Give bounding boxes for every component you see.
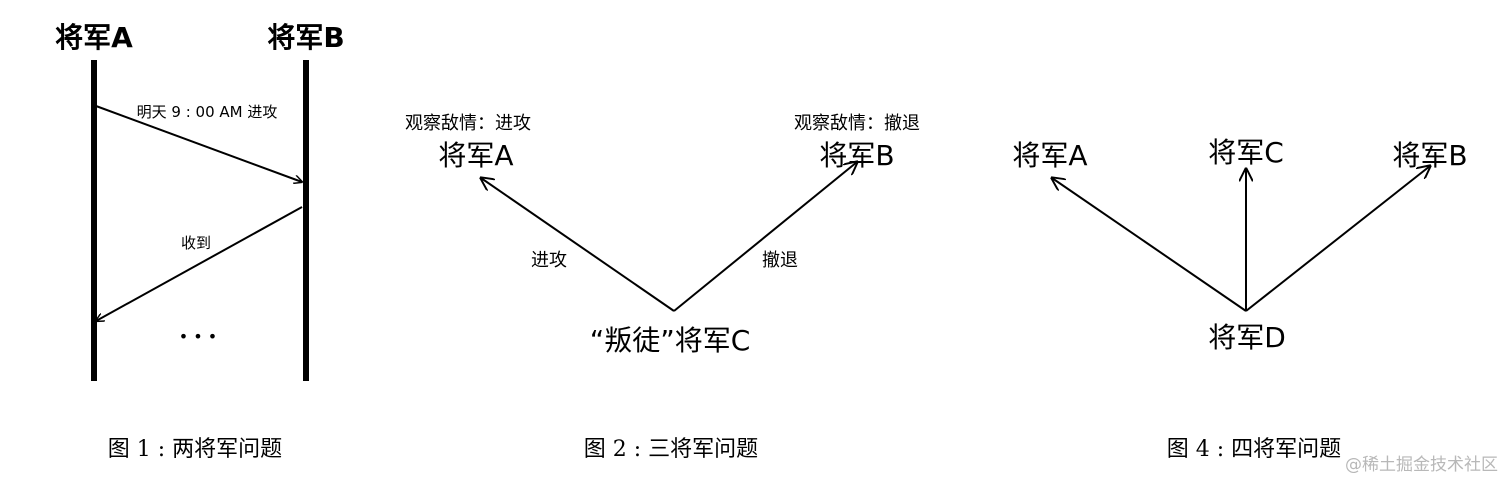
observe-attack-label: 观察敌情：进攻 <box>405 113 531 134</box>
observe-retreat-label: 观察敌情：撤退 <box>794 113 920 134</box>
general-a-label: 将军A <box>438 139 513 172</box>
general-b-label: 将军B <box>267 21 344 54</box>
general-a-label: 将军A <box>55 21 133 54</box>
message-arrow-b-to-a <box>96 206 303 321</box>
order-arrow-to-b <box>673 162 857 312</box>
general-c-label: 将军C <box>1208 136 1284 169</box>
ellipsis: • • • <box>179 327 217 346</box>
figure-1: 将军A 将军B 明天 9 : 00 AM 进攻 收到 • • • 图 1 : 两… <box>55 21 345 462</box>
general-a-label: 将军A <box>1012 139 1087 172</box>
figure-4-caption: 图 4 : 四将军问题 <box>1167 437 1341 462</box>
figure-2-caption: 图 2 : 三将军问题 <box>584 437 758 462</box>
figure-2: 观察敌情：进攻 观察敌情：撤退 将军A 将军B 进攻 撤退 “叛徒”将军C 图 … <box>405 113 920 462</box>
order-retreat-label: 撤退 <box>762 250 798 271</box>
general-b-label: 将军B <box>819 139 894 172</box>
order-attack-label: 进攻 <box>531 250 567 271</box>
traitor-general-c-label: “叛徒”将军C <box>590 324 751 357</box>
arrow-to-b <box>1245 166 1430 312</box>
message-attack-label: 明天 9 : 00 AM 进攻 <box>137 103 278 121</box>
figure-1-caption: 图 1 : 两将军问题 <box>108 437 282 462</box>
figure-4: 将军A 将军C 将军B 将军D 图 4 : 四将军问题 <box>1012 136 1467 462</box>
watermark: @稀土掘金技术社区 <box>1345 455 1498 475</box>
general-d-label: 将军D <box>1208 321 1286 354</box>
order-arrow-to-a <box>481 178 675 312</box>
message-arrow-a-to-b <box>95 105 302 182</box>
arrow-to-a <box>1052 178 1247 312</box>
message-received-label: 收到 <box>181 234 211 252</box>
